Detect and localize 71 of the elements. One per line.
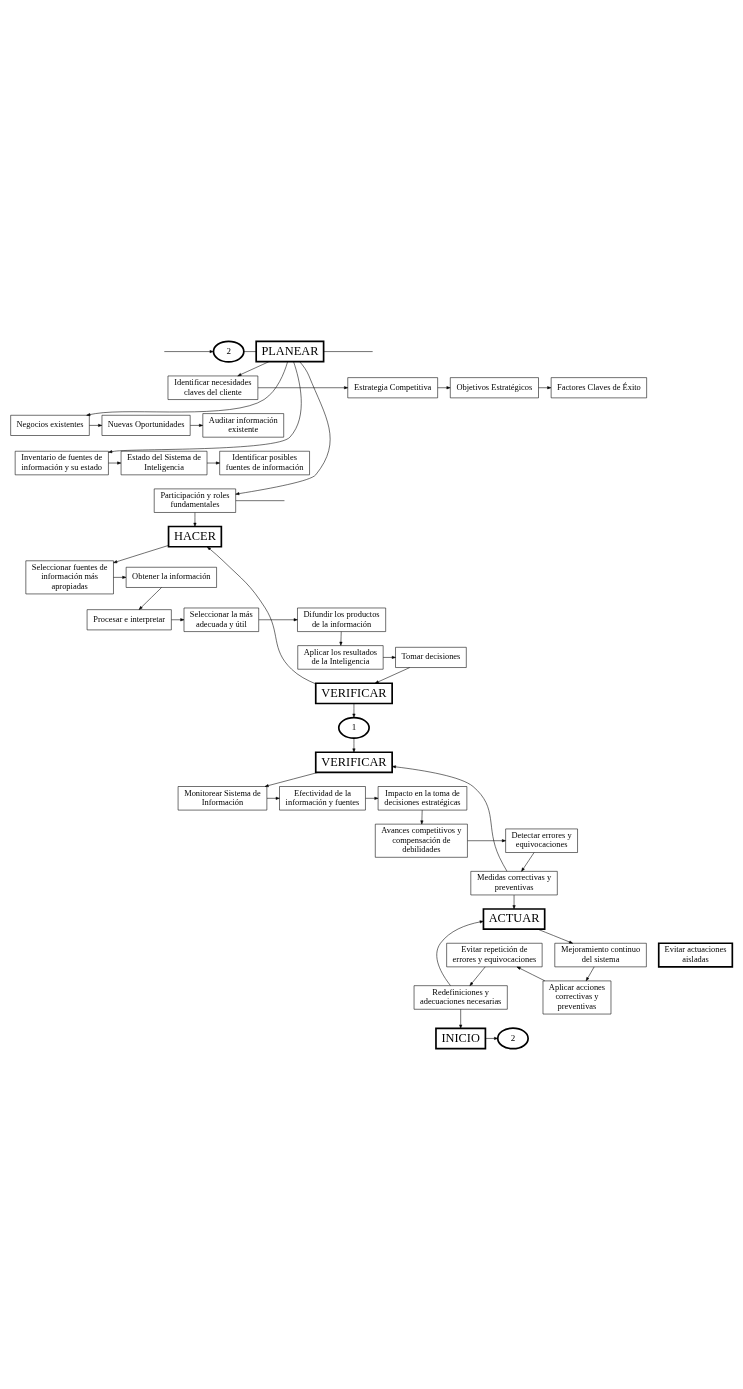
arrow: [193, 511, 197, 527]
node-box: Evitar repetición de errores y equivocaciones: [446, 942, 543, 967]
node-box: ACTUAR: [482, 907, 546, 930]
node-ellipse: 2: [212, 339, 245, 363]
connector: [323, 350, 373, 352]
arrow: [113, 544, 169, 563]
arrow: [437, 385, 451, 389]
arrow: [538, 385, 552, 389]
node-box: Auditar información existente: [202, 412, 284, 437]
node-box: Factores Claves de Éxito: [550, 376, 647, 398]
node-box: Redefiniciones y adecuaciones necesarias: [413, 984, 508, 1010]
arrow: [485, 1036, 499, 1040]
node-box: Estrategia Competitiva: [347, 376, 438, 398]
arrow: [512, 894, 516, 909]
arrow: [266, 796, 280, 800]
arrow: [190, 423, 203, 427]
node-box: Aplicar acciones correctivas y preventivas: [542, 980, 612, 1014]
arrow: [89, 423, 103, 427]
node-box: Medidas correctivas y preventivas: [470, 870, 558, 895]
arrow: [138, 586, 162, 610]
arrow: [206, 461, 220, 464]
arrow: [521, 851, 535, 872]
arrow: [235, 360, 331, 495]
arrow: [391, 764, 508, 871]
node-box: Efectividad de la información y fuentes: [279, 785, 366, 810]
node-box: Identificar necesidades claves del cliente: [167, 375, 259, 400]
arrow: [516, 966, 546, 981]
arrow: [108, 361, 302, 453]
node-box: Nuevas Oportunidades: [101, 414, 191, 436]
node-box: Tomar decisiones: [395, 646, 467, 668]
node-box: PLANEAR: [255, 340, 325, 363]
node-box: Evitar actuaciones aisladas: [657, 941, 734, 968]
node-box: Participación y roles fundamentales: [153, 488, 236, 513]
node-box: Impacto en la toma de decisiones estratégicas: [377, 785, 468, 810]
arrow: [352, 702, 356, 718]
arrow: [264, 771, 319, 787]
connector: [243, 350, 257, 352]
node-box: Detectar errores y equivocaciones: [505, 828, 578, 853]
node-box: Estado del Sistema de Inteligencia: [120, 450, 208, 475]
arrow: [420, 809, 424, 824]
arrow: [164, 349, 214, 353]
arrow: [86, 361, 288, 416]
node-box: Difundir los productos de la información: [297, 607, 386, 632]
node-box: Procesar e interpretar: [86, 608, 172, 630]
arrow: [436, 919, 484, 986]
arrow: [207, 546, 316, 684]
node-box: Seleccionar fuentes de información más apropiadas: [25, 560, 114, 594]
arrow: [258, 617, 298, 621]
node-box: Avances competitivos y compensación de debilidades: [375, 823, 468, 858]
arrow: [339, 630, 343, 646]
arrow: [365, 796, 379, 800]
node-box: Objetivos Estratégicos: [450, 376, 539, 398]
arrow: [257, 385, 348, 389]
arrow: [459, 1008, 463, 1029]
node-ellipse: 1: [337, 716, 370, 739]
arrow: [469, 966, 486, 986]
arrow: [352, 737, 356, 752]
node-box: Seleccionar la más adecuada y útil: [183, 607, 259, 632]
node-box: Aplicar los resultados de la Inteligencia: [297, 644, 384, 669]
node-box: Identificar posibles fuentes de información: [219, 450, 310, 475]
arrow: [537, 928, 573, 944]
arrow: [113, 575, 127, 579]
arrow: [237, 360, 270, 376]
arrow: [585, 966, 595, 981]
arrow: [382, 655, 396, 659]
arrow: [171, 617, 185, 621]
node-box: Inventario de fuentes de información y su estado: [14, 450, 109, 475]
arrow: [467, 838, 506, 842]
node-box: Obtener la información: [125, 566, 217, 588]
arrow: [374, 666, 410, 683]
arrow: [108, 461, 122, 464]
